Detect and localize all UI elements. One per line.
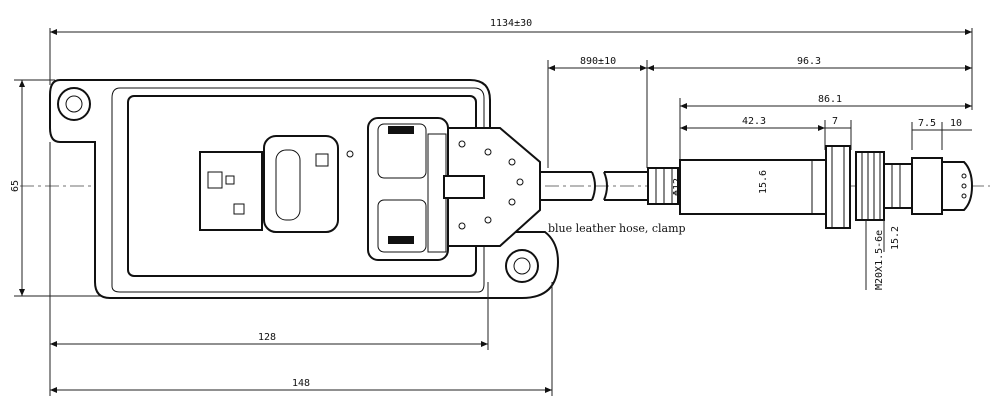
mounting-hole-bottom: [505, 249, 539, 283]
outlet-dot-1: [484, 148, 492, 156]
thread-spec-label: M20X1.5-6e: [874, 230, 885, 290]
module-width-dimension: 148: [50, 282, 553, 396]
probe-sleeve: [679, 159, 827, 215]
mount-width-dimension: 128: [49, 142, 489, 396]
tip-b-label: 10: [950, 118, 962, 129]
cable-outlet-bracket: [443, 127, 541, 247]
cable-segment-right: [604, 171, 648, 201]
outlet-dot-7: [458, 222, 466, 230]
cable-clamp: [647, 167, 679, 205]
mounting-hole-top: [57, 87, 91, 121]
plug-socket: [263, 135, 339, 233]
outlet-plate: [447, 127, 541, 247]
height-dimension: 65: [10, 79, 110, 297]
sensor-probe: 15.6 15.2 M20X1.5-6e: [679, 145, 974, 290]
plug-socket-slot: [275, 149, 301, 221]
overall-length-label: 1134±30: [490, 18, 532, 29]
module-inner-frame: [111, 87, 485, 293]
cable-break-left: [591, 171, 596, 201]
outlet-dot-6: [458, 140, 466, 148]
cable: Φ12: [540, 167, 683, 205]
probe-neck: [883, 163, 913, 209]
outlet-dot-4: [508, 198, 516, 206]
plug-pin-1: [225, 175, 235, 185]
control-module: [49, 79, 560, 299]
tip-dimensions: 7.5 10: [911, 118, 972, 150]
outlet-dot-3: [516, 178, 524, 186]
tip-a-label: 7.5: [918, 118, 936, 129]
hose-note: blue leather hose, clamp: [548, 222, 686, 235]
overall-length-dimension: 1134±30: [49, 18, 973, 110]
cable-segment-left: [540, 171, 592, 201]
cable-diameter-label: Φ12: [672, 178, 683, 196]
cable-length-label: 890±10: [580, 56, 616, 67]
plug-body: [199, 151, 263, 231]
probe-thread: [855, 151, 885, 221]
mount-width-label: 128: [258, 332, 276, 343]
outlet-stub: [443, 175, 485, 199]
connector-plug: [199, 135, 354, 233]
cable-length-dimension: 890±10: [547, 56, 648, 168]
outlet-dot-2: [508, 158, 516, 166]
ecu-lower-cell: [377, 199, 427, 253]
ecu-block: [367, 117, 449, 261]
mounting-hole-top-inner: [65, 95, 83, 113]
screw-dot: [346, 150, 354, 158]
hex-width-label: 7: [832, 116, 838, 127]
ecu-upper-marking: [388, 126, 414, 134]
height-label: 65: [10, 180, 21, 192]
plug-pin-3: [315, 153, 329, 167]
probe-total-label: 96.3: [797, 56, 821, 67]
ecu-lower-marking: [388, 236, 414, 244]
sleeve-length-label: 42.3: [742, 116, 766, 127]
plug-pin-2: [233, 203, 245, 215]
plug-latch: [207, 171, 223, 189]
ecu-upper-cell: [377, 123, 427, 179]
sleeve-diameter-label: 15.6: [758, 170, 769, 194]
cable-break-right: [603, 171, 608, 201]
probe-body-label: 86.1: [818, 94, 842, 105]
probe-total-dimension: 96.3: [647, 56, 972, 71]
mounting-hole-bottom-inner: [513, 257, 531, 275]
probe-tip-cap: [941, 161, 974, 211]
hex-across-label: 15.2: [890, 226, 901, 250]
probe-hex-nut: [825, 145, 851, 229]
probe-tip-base: [911, 157, 943, 215]
sleeve-length-dimension: 42.3 7: [680, 116, 852, 150]
outlet-dot-5: [484, 216, 492, 224]
module-width-label: 148: [292, 378, 310, 389]
